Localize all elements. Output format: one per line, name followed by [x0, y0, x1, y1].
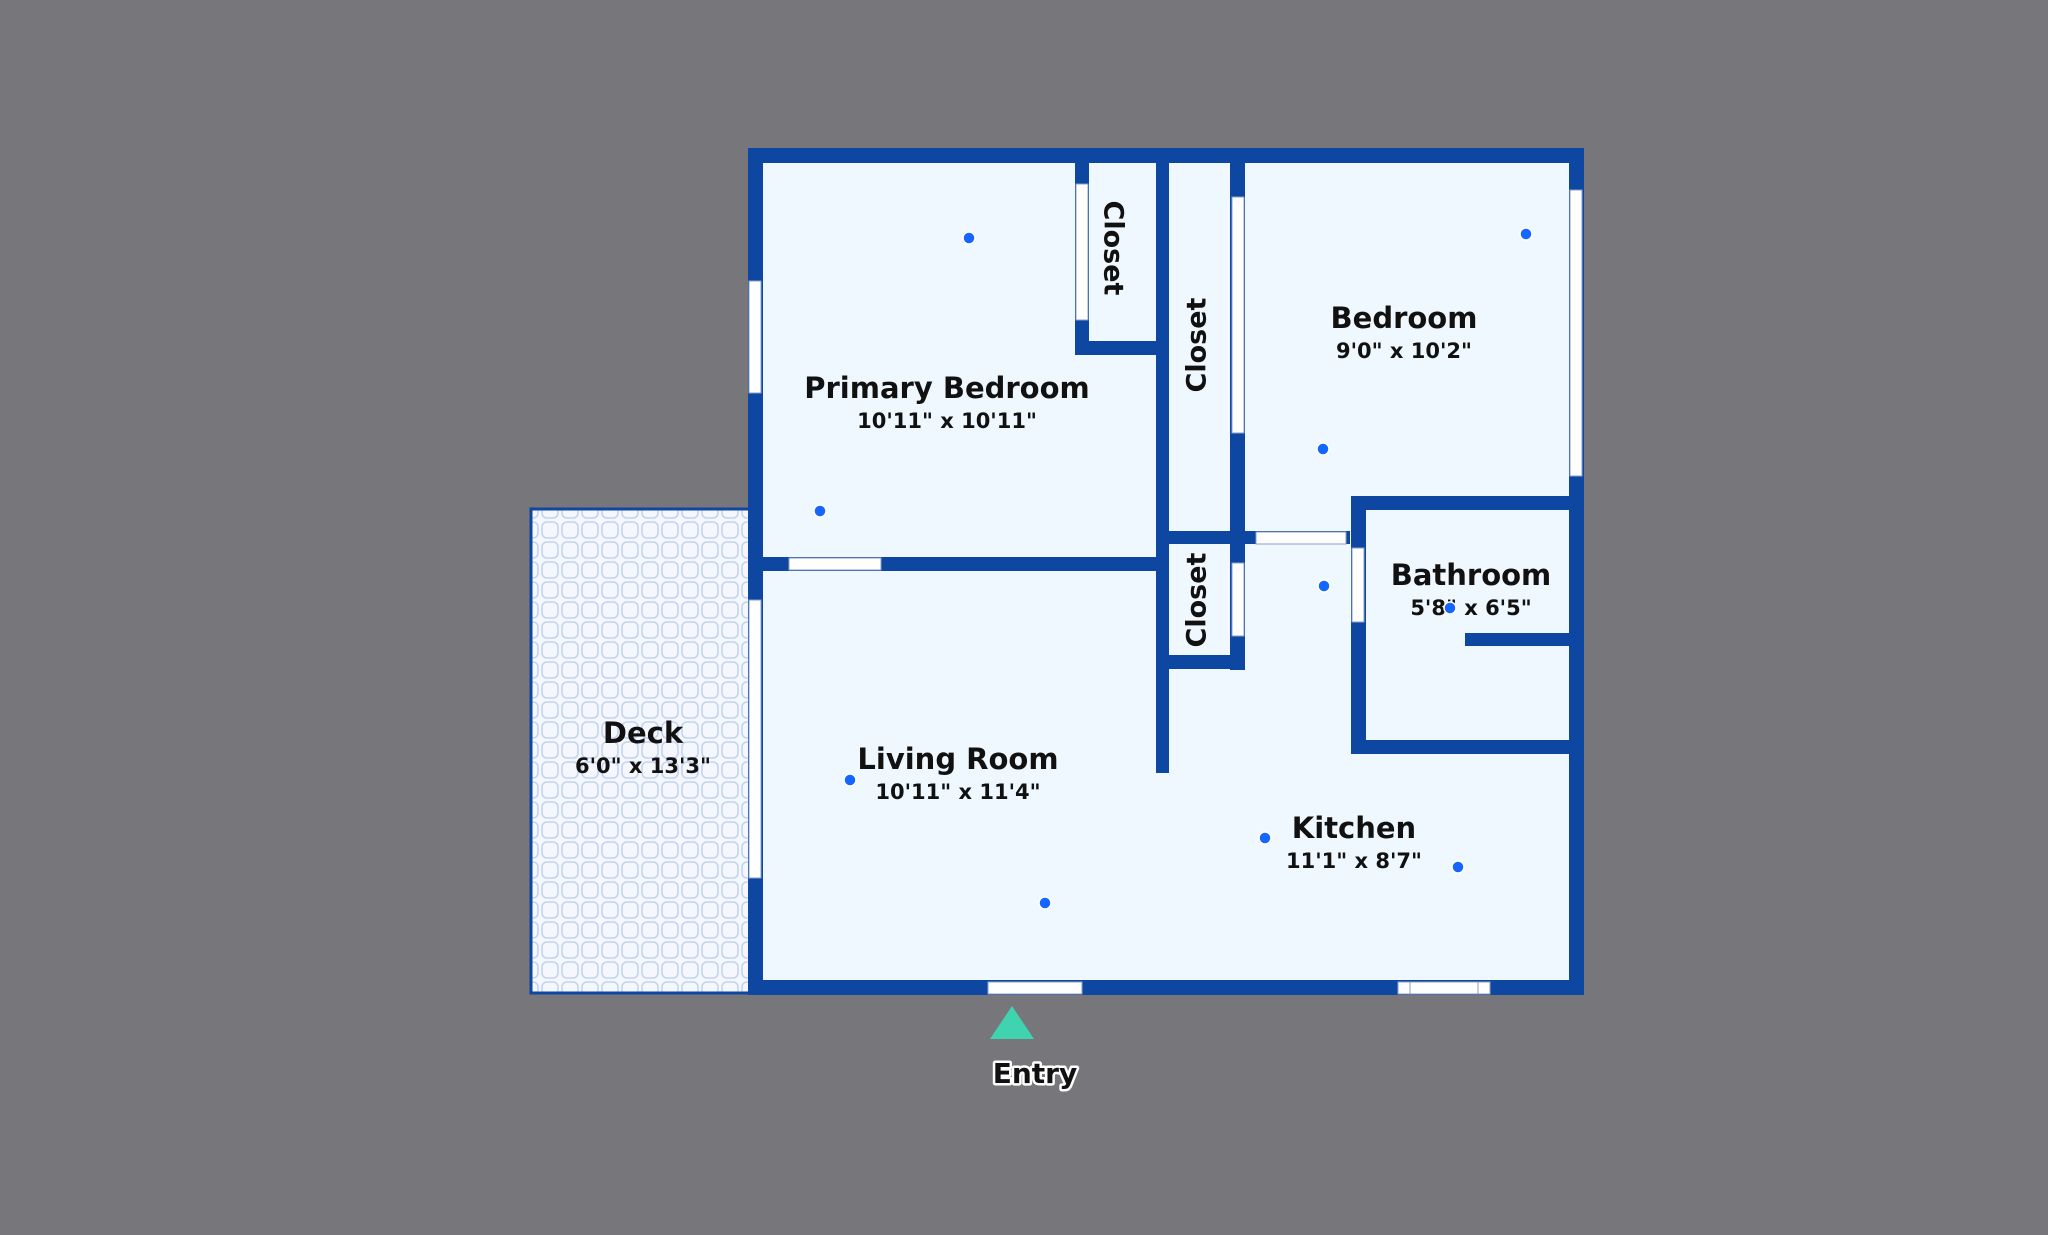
closet-label-pb: Closet: [1098, 201, 1129, 296]
room-deck[interactable]: Deck 6'0" x 13'3": [575, 716, 711, 778]
room-name-bedroom: Bedroom: [1331, 301, 1478, 335]
camera-position-dot-icon[interactable]: [843, 773, 857, 787]
room-dims-kitchen: 11'1" x 8'7": [1286, 849, 1422, 873]
room-bedroom[interactable]: Bedroom 9'0" x 10'2": [1331, 301, 1478, 363]
camera-position-dot-icon[interactable]: [1519, 227, 1533, 241]
room-living-room[interactable]: Living Room 10'11" x 11'4": [857, 742, 1058, 804]
room-primary-bedroom[interactable]: Primary Bedroom 10'11" x 10'11": [804, 371, 1089, 433]
entry-door: [987, 981, 1083, 995]
window-bedroom-right: [1569, 189, 1583, 477]
room-dims-bedroom: 9'0" x 10'2": [1336, 339, 1472, 363]
wall-closet-divider: [1162, 531, 1238, 544]
camera-position-dot-icon[interactable]: [813, 504, 827, 518]
deck-area[interactable]: [529, 507, 753, 995]
room-name-kitchen: Kitchen: [1292, 811, 1416, 845]
closet-label-lower: Closet: [1182, 552, 1213, 647]
window-pb-left: [748, 280, 762, 394]
wall-bath-left: [1351, 496, 1366, 754]
entry-arrow-icon: [990, 1006, 1034, 1039]
openings: [748, 183, 1583, 995]
entry-marker[interactable]: Entry: [990, 1006, 1080, 1093]
room-dims-bathroom: 5'8" x 6'5": [1410, 596, 1531, 620]
doorway-bedroom-hall: [1255, 531, 1347, 545]
doorway-pb-living: [788, 557, 882, 571]
room-name-bathroom: Bathroom: [1391, 558, 1552, 592]
camera-position-dot-icon[interactable]: [962, 231, 976, 245]
camera-position-dot-icon[interactable]: [1258, 831, 1272, 845]
window-kitchen-bottom: [1397, 981, 1491, 995]
wall-central: [1156, 155, 1169, 773]
wall-bottom: [748, 980, 1584, 995]
room-name-primary-bedroom: Primary Bedroom: [804, 371, 1089, 405]
wall-lower-closet-bottom: [1162, 655, 1245, 669]
photo-markers: [813, 227, 1533, 910]
closet-label-upper: Closet: [1182, 297, 1213, 392]
camera-position-dot-icon[interactable]: [1316, 442, 1330, 456]
wall-bath-top: [1351, 496, 1576, 510]
room-dims-primary-bedroom: 10'11" x 10'11": [857, 409, 1037, 433]
doorway-pb-closet: [1075, 183, 1089, 321]
wall-bath-stub: [1465, 633, 1575, 646]
doorway-lower-closet: [1231, 562, 1245, 637]
camera-position-dot-icon[interactable]: [1038, 896, 1052, 910]
room-name-living-room: Living Room: [857, 742, 1058, 776]
room-dims-deck: 6'0" x 13'3": [575, 754, 711, 778]
wall-pb-closet-bottom: [1075, 341, 1159, 355]
room-name-deck: Deck: [603, 716, 684, 750]
entry-label: Entry: [993, 1057, 1078, 1090]
camera-position-dot-icon[interactable]: [1451, 860, 1465, 874]
room-kitchen[interactable]: Kitchen 11'1" x 8'7": [1286, 811, 1422, 873]
camera-position-dot-icon[interactable]: [1317, 579, 1331, 593]
room-bathroom[interactable]: Bathroom 5'8" x 6'5": [1391, 558, 1552, 620]
doorway-closet-bedroom: [1231, 196, 1245, 434]
doorway-living-deck: [748, 599, 762, 879]
wall-bath-bottom: [1351, 740, 1576, 754]
camera-position-dot-icon[interactable]: [1443, 601, 1457, 615]
room-dims-living-room: 10'11" x 11'4": [875, 780, 1040, 804]
doorway-bathroom: [1351, 547, 1365, 623]
